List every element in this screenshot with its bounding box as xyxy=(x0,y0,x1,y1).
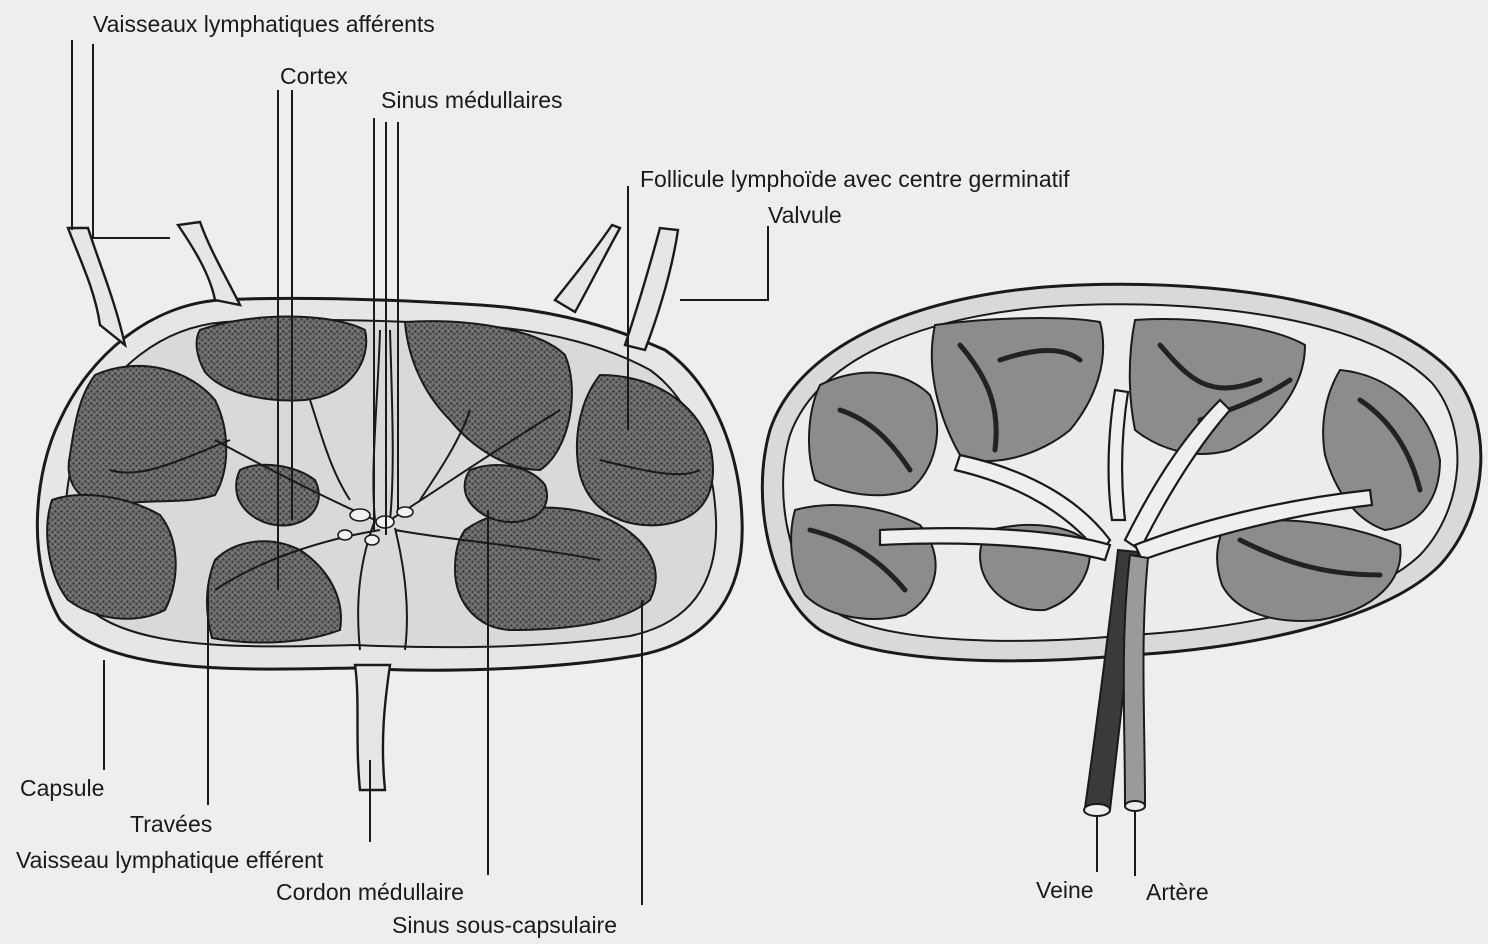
label-trabeculae: Travées xyxy=(130,811,212,837)
vein-cut-end xyxy=(1084,804,1110,816)
label-artery: Artère xyxy=(1146,879,1209,905)
organ-section-right xyxy=(762,284,1481,816)
lymph-node-section xyxy=(37,222,742,790)
label-follicle: Follicule lymphoïde avec centre germinat… xyxy=(640,166,1070,192)
label-valve: Valvule xyxy=(768,202,842,228)
artery-trunk xyxy=(1124,555,1148,805)
artery-cut-end xyxy=(1125,801,1145,811)
label-efferent-vessel: Vaisseau lymphatique efférent xyxy=(16,847,324,873)
label-cortex: Cortex xyxy=(280,63,348,89)
label-medullary-sinus: Sinus médullaires xyxy=(381,87,563,113)
lobe xyxy=(791,505,935,619)
lobe xyxy=(809,373,937,496)
label-afferent-vessels: Vaisseaux lymphatiques afférents xyxy=(93,11,435,37)
label-capsule: Capsule xyxy=(20,775,104,801)
label-medullary-cord: Cordon médullaire xyxy=(276,879,464,905)
label-subcapsular-sinus: Sinus sous-capsulaire xyxy=(392,912,617,938)
efferent-vessel xyxy=(355,665,390,790)
label-vein: Veine xyxy=(1036,877,1094,903)
lobule xyxy=(69,366,227,506)
